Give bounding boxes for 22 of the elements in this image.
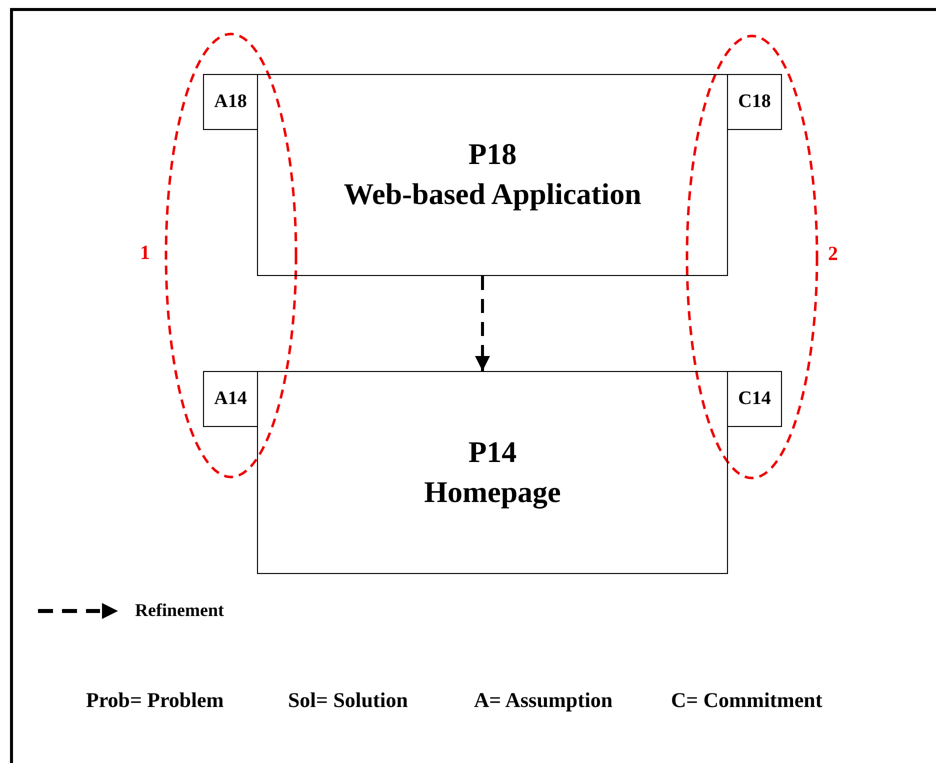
tag-box [203, 371, 258, 427]
tag-box [727, 371, 782, 427]
box-title: Homepage [424, 474, 561, 511]
process-box [257, 74, 728, 276]
tag-label: A18 [214, 91, 247, 113]
tag-label: C18 [738, 91, 771, 113]
abbreviation-note: A= Assumption [474, 688, 613, 713]
box-id: P14 [468, 434, 517, 470]
tag-label: A14 [214, 388, 247, 410]
tag-label: C14 [738, 388, 771, 410]
group-number: 1 [140, 242, 150, 264]
abbreviation-note: C= Commitment [671, 688, 822, 713]
refinement-arrow [475, 276, 490, 371]
tag-box [203, 74, 258, 130]
box-title: Web-based Application [344, 177, 642, 213]
group-number: 2 [828, 243, 838, 266]
legend-label: Refinement [135, 600, 224, 621]
abbreviation-note: Prob= Problem [86, 688, 224, 713]
abbreviation-note: Sol= Solution [288, 688, 408, 713]
process-box [257, 371, 728, 574]
tag-box [727, 74, 782, 130]
box-id: P18 [468, 137, 517, 173]
